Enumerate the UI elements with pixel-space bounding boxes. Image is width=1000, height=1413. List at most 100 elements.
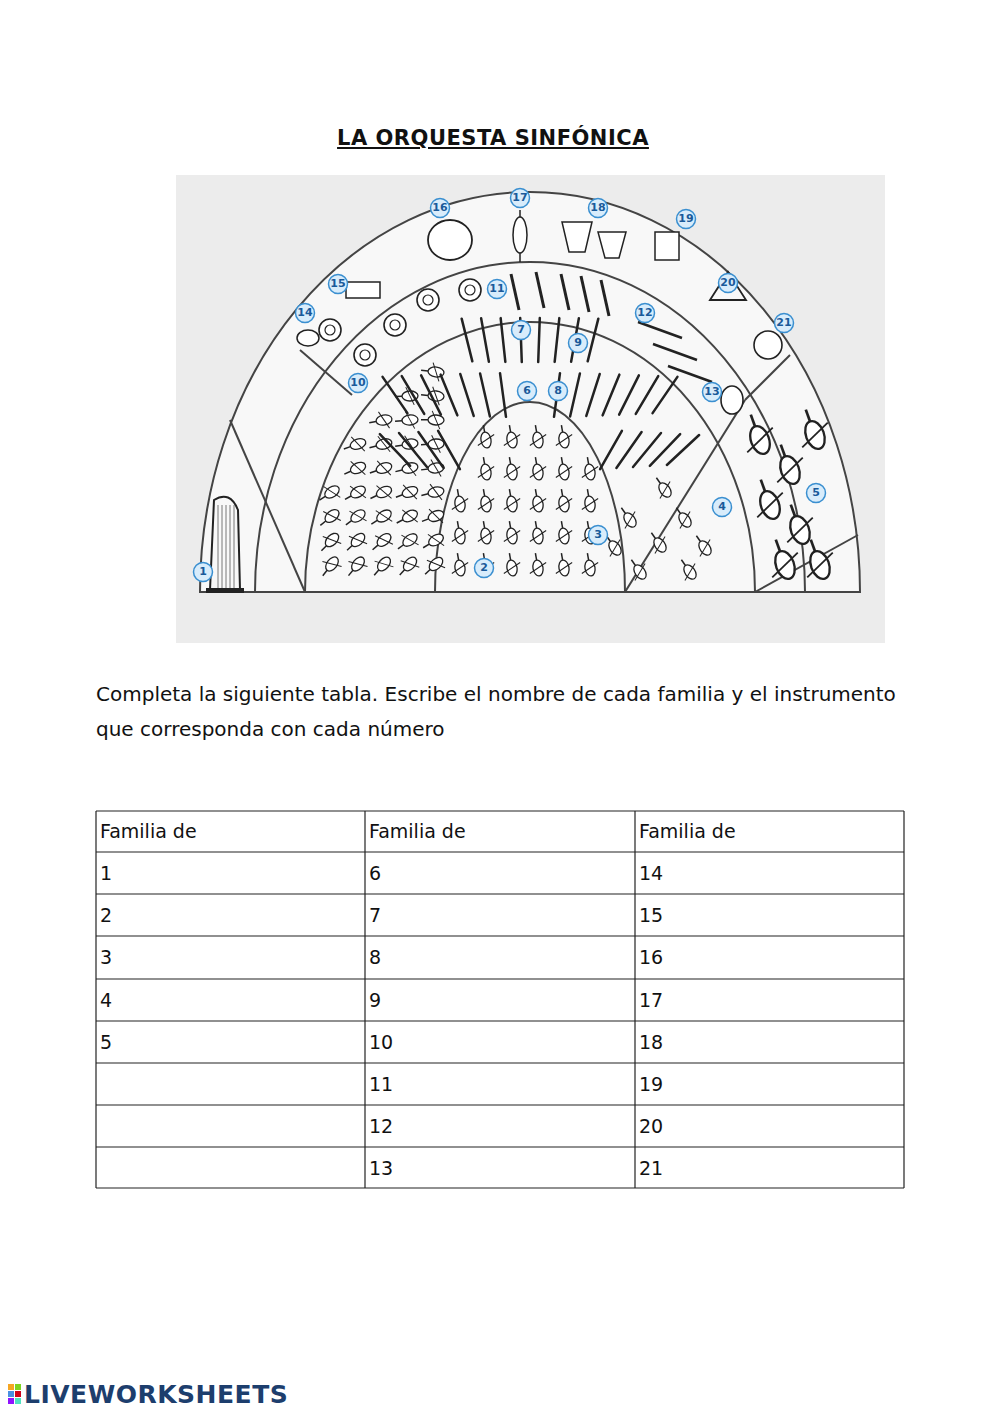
logo-square [15,1398,21,1404]
tuba [721,386,743,414]
instrument-neck [561,457,562,464]
instrument-bow [502,562,521,573]
instrument-bow [450,562,469,573]
table-header: Familia de [639,819,736,843]
woodwind-instrument [418,432,443,468]
callout-circle [636,304,655,323]
table-line [96,1062,904,1063]
table-cell: 18 [639,1030,663,1054]
string-instrument [475,520,497,546]
callout-number: 10 [348,373,368,393]
callout-circle [194,563,213,582]
string-instrument [689,531,717,560]
instrument-neck [423,544,429,548]
instrument-neck [561,553,562,560]
instrument-body [681,563,698,582]
instrument-bow [402,506,417,526]
instrument-neck [696,536,700,542]
watermark: LIVEWORKSHEETS [24,1380,288,1409]
instrument-bow [650,537,669,554]
woodwind-instrument [633,433,661,467]
string-instrument [501,424,523,450]
string-instrument [315,504,344,532]
instrument-neck [811,540,815,552]
instrument-neck [347,545,352,550]
callout-number: 8 [548,381,568,401]
callout-circle [719,274,738,293]
instrument-neck [587,521,588,528]
trumpet [511,274,519,310]
callout-circle [518,382,537,401]
instrument-neck [421,419,428,421]
callout-number: 5 [806,483,826,503]
horn [319,319,341,341]
string-instrument [614,503,642,532]
woodwind-instrument [653,377,678,413]
instrument-bow [324,482,341,501]
string-instrument [527,424,549,450]
logo-square [15,1384,21,1390]
callout-number: 16 [430,198,450,218]
instrument-bow [476,530,495,541]
harp-string [234,505,235,588]
harp-string [230,505,231,588]
woodwind-instrument [586,374,599,416]
instrument-bow [502,466,521,477]
instrument-bow [428,530,444,550]
table-cell: 9 [369,988,381,1012]
instrument-neck [561,425,562,432]
string-instrument [649,473,677,502]
table-line [96,1020,904,1021]
instrument-bow [528,434,547,445]
string-instrument [475,456,497,482]
instrument-neck [587,553,588,560]
instrument-neck [509,489,510,496]
instrument-bow [403,482,417,502]
instrument-neck [374,570,379,575]
string-instrument [393,504,422,531]
string-instrument [579,456,601,482]
instrument-bow [554,434,573,445]
woodwind-instrument [421,375,441,414]
logo-square [15,1391,21,1397]
callout-circle [296,304,315,323]
string-instrument [579,552,601,578]
instrument-bow [429,506,443,526]
trumpet [536,272,544,308]
instrument-neck [370,495,376,498]
string-instrument [393,481,421,506]
instrument-bow [772,458,807,483]
instrument-bow [554,530,573,541]
instrument-bow [554,466,573,477]
instrument-bow [580,498,599,509]
instrument-neck [421,494,428,496]
instrument-neck [421,394,428,396]
woodwind-instrument [603,375,620,416]
instrument-bow [675,512,694,529]
instrument-body [323,555,341,574]
instrument-neck [320,521,325,525]
string-instrument [419,505,447,530]
callout-number: 6 [517,381,537,401]
table-line [96,810,904,811]
string-instrument [341,457,369,483]
string-instrument [368,410,394,432]
table-line [364,811,365,1188]
instrument-bow [620,512,639,529]
instrument-bow [476,498,495,509]
table-line [96,893,904,894]
watermark-logo [8,1384,21,1404]
instrument-bow [502,530,521,541]
horn [459,279,481,301]
callout-number: 1 [193,562,213,582]
string-instrument [736,409,781,459]
instrument-body [606,539,623,558]
instrument-neck [587,489,588,496]
instrument-neck [587,457,588,464]
string-instrument [475,552,497,578]
logo-square [8,1384,14,1390]
instrument-neck [422,519,429,522]
callout-circles [194,189,826,582]
instrument-neck [346,521,352,525]
trumpet [601,280,609,316]
